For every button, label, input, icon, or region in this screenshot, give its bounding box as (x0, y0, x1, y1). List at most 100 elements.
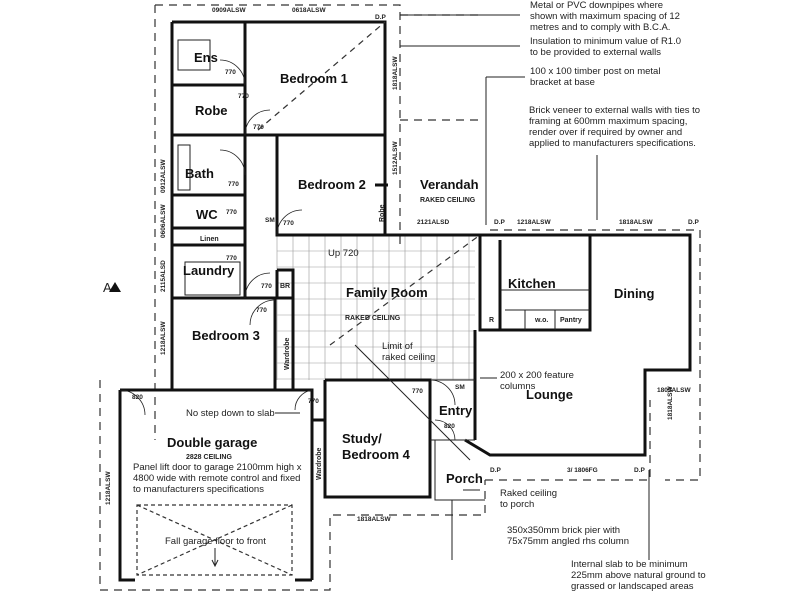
note-line: 225mm above natural ground to (571, 570, 706, 581)
door-swings (119, 59, 456, 441)
note-line: Panel lift door to garage 2100mm high x (133, 462, 302, 473)
room-verandah: Verandah (420, 177, 479, 192)
dim-label: 2115ALSD (160, 260, 167, 292)
room-wc: WC (196, 207, 218, 222)
dim-label: 1809ALSW (657, 387, 691, 394)
dim-label: 1218ALSW (160, 321, 167, 355)
room-bedroom-4: Bedroom 4 (342, 447, 411, 462)
room-labels: Ens Bedroom 1 Robe Bath WC Linen Laundry… (167, 50, 654, 486)
note-line: 4800 wide with remote control and fixed (133, 473, 300, 484)
downpipe-label: D.P (634, 467, 646, 474)
room-lounge: Lounge (526, 387, 573, 402)
note-line: metres and to comply with B.C.A. (530, 22, 670, 33)
verandah-ceiling-label: RAKED CEILING (420, 197, 476, 204)
door-size: 820 (444, 423, 455, 430)
wall-oven-label: w.o. (534, 317, 548, 324)
note-line: columns (500, 381, 536, 392)
room-double-garage: Double garage (167, 435, 257, 450)
limit-label-2: raked ceiling (382, 352, 435, 363)
downpipe-label: D.P (688, 219, 700, 226)
note-line: to manufacturers specifications (133, 484, 264, 495)
room-robe-2: Robe (379, 204, 386, 222)
room-bedroom-1: Bedroom 1 (280, 71, 348, 86)
door-size: 770 (226, 209, 237, 216)
note-line: to porch (500, 499, 534, 510)
note-line: applied to manufacturers specifications. (529, 138, 696, 149)
fall-note: Fall garage floor to front (165, 536, 266, 547)
room-br: BR (280, 283, 290, 290)
door-size: 770 (226, 255, 237, 262)
smoke-detector-label: SM (455, 384, 465, 391)
pantry-label: Pantry (560, 317, 582, 324)
dim-label: 1818ALSW (392, 56, 399, 90)
room-entry: Entry (439, 403, 473, 418)
walls (118, 20, 692, 582)
door-size: 770 (283, 220, 294, 227)
window-door-codes: 0909ALSW 0618ALSW 1818ALSW 1512ALSW 2121… (105, 7, 700, 523)
door-size: 770 (225, 69, 236, 76)
room-bath: Bath (185, 166, 214, 181)
room-robe: Robe (195, 103, 228, 118)
no-step-note: No step down to slab (186, 408, 275, 419)
note-line: 200 x 200 feature (500, 370, 574, 381)
door-size: 770 (308, 398, 319, 405)
raked-lines (136, 21, 481, 576)
door-size: 770 (412, 388, 423, 395)
floor-tiles (276, 234, 475, 380)
room-study: Study/ (342, 431, 382, 446)
downpipe-label: D.P (490, 467, 502, 474)
annotations: Limit of raked ceiling No step down to s… (103, 0, 706, 592)
dim-label: 3/ 1806FG (567, 467, 598, 474)
note-n4: Brick veneer to external walls with ties… (529, 105, 700, 149)
dim-label: 1512ALSW (392, 141, 399, 175)
note-line: framing at 600mm maximum spacing, (529, 116, 687, 127)
door-size: 820 (132, 394, 143, 401)
note-line: Metal or PVC downpipes where (530, 0, 663, 11)
door-size: 770 (253, 124, 264, 131)
room-ensuite: Ens (194, 50, 218, 65)
fridge-label: R (489, 317, 494, 324)
note-line: Raked ceiling (500, 488, 557, 499)
door-size: 770 (261, 283, 272, 290)
door-size: 770 (256, 307, 267, 314)
dim-label: 0912ALSW (160, 159, 167, 193)
note-line: 75x75mm angled rhs column (507, 536, 629, 547)
note-line: bracket at base (530, 77, 595, 88)
dim-label: 1218ALSW (105, 471, 112, 505)
downpipe-label: D.P (494, 219, 506, 226)
note-line: render over if required by owner and (529, 127, 682, 138)
dim-label: 1818ALSW (357, 516, 391, 523)
garage-ceiling-label: 2828 CEILING (186, 454, 232, 461)
downpipe-label: D.P (375, 14, 387, 21)
wardrobe-label: Wardrobe (284, 337, 291, 370)
dim-label: 0618ALSW (292, 7, 326, 14)
room-porch: Porch (446, 471, 483, 486)
dim-label: 0909ALSW (212, 7, 246, 14)
note-line: 100 x 100 timber post on metal (530, 66, 660, 77)
room-bedroom-3: Bedroom 3 (192, 328, 260, 343)
note-line: Insulation to minimum value of R1.0 (530, 36, 681, 47)
door-size: 770 (228, 181, 239, 188)
room-bedroom-2: Bedroom 2 (298, 177, 366, 192)
section-marker-label: A (103, 280, 112, 295)
dim-label: 2121ALSD (417, 219, 449, 226)
dim-label: 1218ALSW (517, 219, 551, 226)
note-line: shown with maximum spacing of 12 (530, 11, 680, 22)
room-family: Family Room (346, 285, 428, 300)
family-ceiling-label: RAKED CEILING (345, 315, 401, 322)
note-line: to be provided to external walls (530, 47, 661, 58)
dim-label: 1818ALSW (667, 386, 674, 420)
door-size: 770 (238, 93, 249, 100)
smoke-detector-label: SM (265, 217, 275, 224)
note-line: Internal slab to be minimum (571, 559, 688, 570)
room-dining: Dining (614, 286, 654, 301)
